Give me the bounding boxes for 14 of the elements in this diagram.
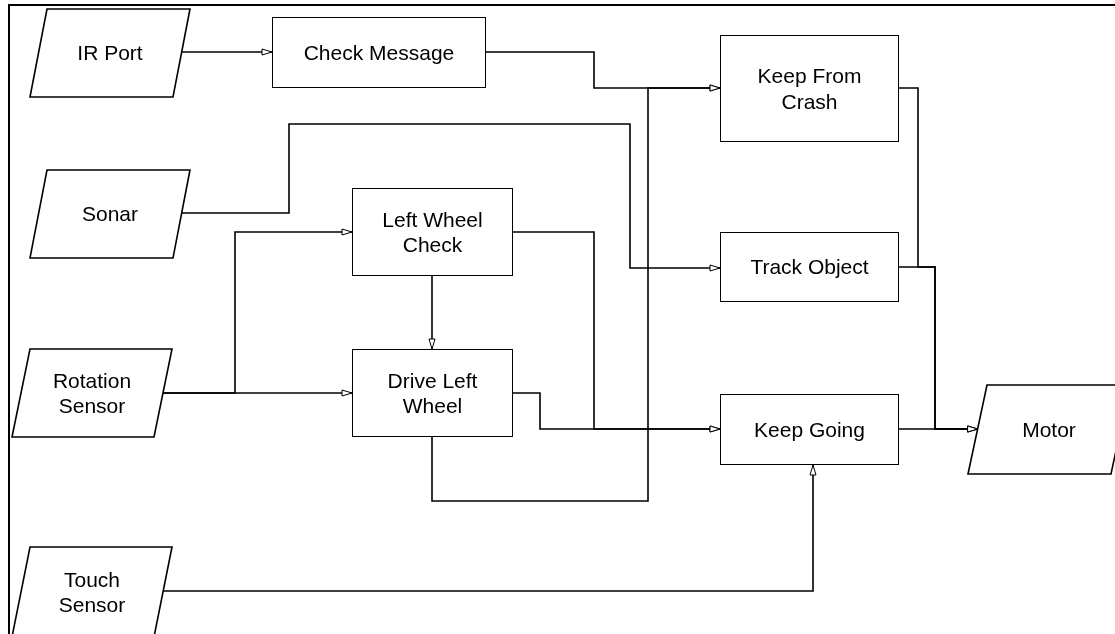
input-parallelogram: IR Port [30,9,190,97]
input-parallelogram: Sonar [30,170,190,258]
arrow [428,275,436,350]
process-box: Keep From Crash [720,35,899,142]
input-parallelogram: Rotation Sensor [12,349,172,437]
input-parallelogram: Motor [968,385,1115,474]
process-box: Track Object [720,232,899,302]
process-box: Check Message [272,17,486,88]
process-box: Left Wheel Check [352,188,513,276]
process-box: Drive Left Wheel [352,349,513,437]
arrow [512,392,721,433]
input-parallelogram: Touch Sensor [12,547,172,634]
arrow [431,84,721,502]
process-box: Keep Going [720,394,899,465]
